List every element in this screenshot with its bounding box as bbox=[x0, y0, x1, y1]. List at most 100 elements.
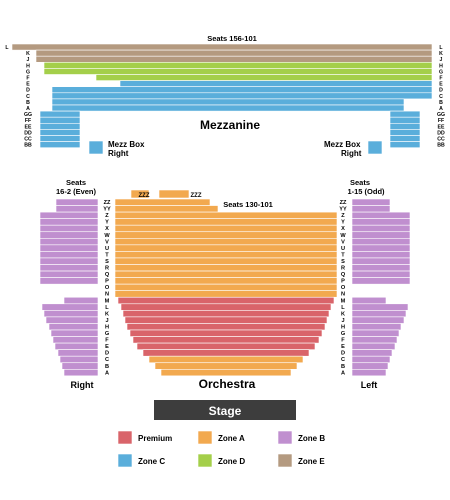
zzz-left-label: ZZZ bbox=[139, 193, 150, 199]
mezz-box-left-label-2: Right bbox=[108, 149, 129, 158]
mezz-row-B bbox=[51, 98, 405, 106]
mezz-row-label-right: G bbox=[439, 69, 443, 75]
orch-left-seats-label-1: Seats bbox=[66, 178, 86, 187]
legend-label-zone-c: Zone C bbox=[138, 457, 165, 466]
orch-row-label-left: O bbox=[105, 285, 110, 291]
orch-center-row-B bbox=[154, 362, 298, 370]
mezz-box-right-row bbox=[389, 129, 421, 136]
side-left-label: Left bbox=[361, 380, 378, 390]
orch-row-label-left: Q bbox=[105, 272, 110, 278]
orch-center-row-L bbox=[120, 303, 332, 311]
orch-row-label-right: P bbox=[341, 279, 345, 285]
orch-side-left-row-R bbox=[39, 264, 99, 272]
orch-center-row-O bbox=[114, 283, 338, 291]
orch-center-row-A bbox=[160, 368, 292, 377]
mezz-row-label-left: G bbox=[26, 69, 30, 75]
orch-row-label-right: F bbox=[341, 338, 345, 344]
mezz-row-label-right: L bbox=[439, 45, 443, 51]
mezz-row-label-left: GG bbox=[24, 112, 32, 118]
mezz-row-label-left: FF bbox=[25, 118, 31, 124]
orch-row-label-right: Z bbox=[341, 213, 345, 219]
orch-center-row-J bbox=[124, 316, 328, 324]
orch-side-left-row-B bbox=[61, 362, 99, 370]
stage-block bbox=[154, 400, 296, 420]
orch-side-left-row-D bbox=[57, 349, 99, 357]
orch-row-label-right: T bbox=[341, 252, 345, 258]
mezz-row-label-right: F bbox=[439, 76, 442, 82]
orch-center-row-F bbox=[132, 336, 320, 344]
legend-label-zone-b: Zone B bbox=[298, 434, 325, 443]
orch-side-left-row-G bbox=[50, 329, 99, 337]
mezz-box-left-row bbox=[39, 110, 81, 118]
legend-label-zone-e: Zone E bbox=[298, 457, 325, 466]
mezz-box-left-row bbox=[39, 135, 81, 142]
orch-center-row-E bbox=[136, 342, 316, 350]
mezz-box-right-row bbox=[389, 123, 421, 130]
seats-130-101-label: Seats 130-101 bbox=[223, 200, 273, 209]
orch-row-label-left: D bbox=[105, 351, 109, 357]
mezzanine-label: Mezzanine bbox=[200, 118, 260, 132]
orch-row-label-right: YY bbox=[339, 207, 347, 213]
orch-right-seats-label-2: 1-15 (Odd) bbox=[347, 187, 385, 196]
orch-center-row-C bbox=[148, 355, 304, 364]
orch-row-label-right: B bbox=[341, 364, 345, 370]
orch-row-label-right: H bbox=[341, 324, 345, 330]
orch-side-left-row-S bbox=[39, 257, 99, 265]
orch-side-right-row-L bbox=[351, 303, 409, 311]
orch-side-right-row-P bbox=[351, 277, 411, 285]
orch-row-label-right: K bbox=[341, 311, 345, 317]
orch-row-label-right: N bbox=[341, 292, 345, 298]
orch-row-label-left: B bbox=[105, 364, 109, 370]
orch-row-label-left: P bbox=[105, 279, 109, 285]
mezz-row-label-right: A bbox=[439, 106, 443, 112]
mezz-row-J bbox=[35, 55, 433, 63]
mezz-row-label-left: F bbox=[26, 76, 29, 82]
orch-center-row-Z bbox=[114, 211, 338, 219]
mezz-box-right-label-2: Right bbox=[341, 149, 362, 158]
mezz-row-label-right: H bbox=[439, 63, 443, 69]
mezz-row-A bbox=[51, 104, 405, 112]
legend-label-premium: Premium bbox=[138, 434, 172, 443]
orch-side-left-row-F bbox=[52, 336, 99, 344]
mezz-row-label-left: A bbox=[26, 106, 30, 112]
orch-side-right-row-B bbox=[351, 362, 389, 370]
orch-center-row-S bbox=[114, 257, 338, 265]
zzz-left-box bbox=[130, 189, 150, 199]
orch-row-label-left: M bbox=[105, 298, 110, 304]
orch-row-label-left: K bbox=[105, 311, 109, 317]
orch-side-left-row-L bbox=[41, 303, 99, 311]
orch-row-label-left: N bbox=[105, 292, 109, 298]
orch-row-label-left: C bbox=[105, 357, 109, 363]
mezz-row-label-right: FF bbox=[438, 118, 444, 124]
mezz-box-left-row bbox=[39, 129, 81, 136]
orch-center-row-P bbox=[114, 277, 338, 285]
mezz-row-E bbox=[119, 80, 433, 87]
orch-side-right-row-D bbox=[351, 349, 393, 357]
orch-row-label-right: V bbox=[341, 239, 345, 245]
mezz-row-label-left: BB bbox=[24, 143, 32, 149]
orch-side-right-row-U bbox=[351, 244, 411, 252]
orch-row-label-right: L bbox=[341, 305, 345, 311]
orch-row-label-left: V bbox=[105, 239, 109, 245]
orch-side-left-row-Z bbox=[39, 211, 99, 219]
orch-side-right-row-K bbox=[351, 310, 407, 318]
mezz-row-L bbox=[11, 43, 433, 51]
orch-center-row-R bbox=[114, 264, 338, 272]
mezz-row-label-left: EE bbox=[25, 124, 32, 130]
orch-row-label-right: ZZ bbox=[340, 200, 347, 206]
orch-side-right-row-A bbox=[351, 368, 387, 377]
mezz-box-left-row bbox=[39, 123, 81, 130]
orch-side-left-row-E bbox=[54, 342, 99, 350]
mezz-row-label-left: H bbox=[26, 63, 30, 69]
orch-side-right-row-S bbox=[351, 257, 411, 265]
orch-row-label-left: J bbox=[105, 318, 108, 324]
orch-side-left-row-YY bbox=[55, 205, 99, 213]
legend-swatch-zone-b bbox=[277, 430, 293, 445]
mezz-box-right-row bbox=[389, 110, 421, 118]
orch-center-row-ZZ bbox=[114, 198, 211, 206]
orch-center-row-G bbox=[129, 329, 323, 337]
mezz-row-C bbox=[51, 92, 433, 100]
orch-row-label-right: D bbox=[341, 351, 345, 357]
legend-swatch-premium bbox=[117, 430, 133, 445]
orch-side-right-row-F bbox=[351, 336, 398, 344]
